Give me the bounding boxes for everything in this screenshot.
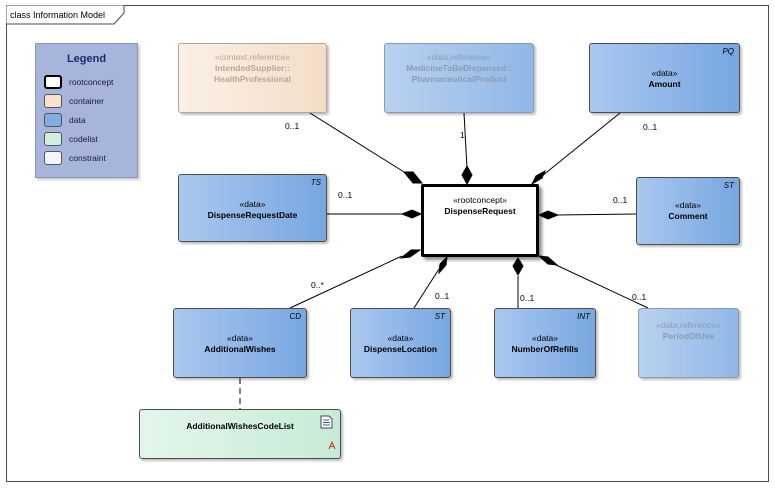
class-stereotype: «data» xyxy=(651,68,678,78)
class-type-tag: ST xyxy=(723,181,734,190)
edge-medicine xyxy=(463,112,468,169)
class-dispense-request[interactable]: «rootconcept» DispenseRequest xyxy=(421,184,539,257)
diamond-period xyxy=(537,255,559,266)
multiplicity-period: 0..1 xyxy=(632,292,647,302)
diamond-amount xyxy=(530,169,547,186)
class-name: DispenseRequest xyxy=(444,206,516,216)
multiplicity-amount: 0..1 xyxy=(643,122,658,132)
edge-period xyxy=(553,263,649,309)
class-medicine-to-be-dispensed[interactable]: «data,reference» MedicineToBeDispensed::… xyxy=(384,43,534,113)
class-name: AdditionalWishesCodeList xyxy=(186,421,294,431)
class-type-tag: TS xyxy=(310,178,321,187)
multiplicity-refills: 0..1 xyxy=(520,293,535,303)
edge-wishes xyxy=(289,255,403,309)
class-stereotype: «data,reference» xyxy=(426,52,492,62)
class-name: Amount xyxy=(648,79,681,89)
diagram-frame xyxy=(6,5,769,482)
class-name: IntendedSupplier:: xyxy=(214,63,291,73)
legend: Legend rootconcept container data codeli… xyxy=(35,43,138,178)
multiplicity-medicine: 1 xyxy=(460,130,465,140)
class-name: NumberOfRefills xyxy=(511,344,579,354)
class-stereotype: «data» xyxy=(387,333,414,343)
class-stereotype: «data» xyxy=(532,333,558,343)
class-name: DispenseRequestDate xyxy=(207,210,298,220)
diamond-wishes xyxy=(399,249,422,259)
edge-location xyxy=(413,268,440,309)
legend-title: Legend xyxy=(66,53,107,65)
diamond-location xyxy=(438,255,448,275)
legend-swatch xyxy=(44,113,62,127)
class-name: PeriodOfUse xyxy=(662,331,715,341)
class-stereotype: «data» xyxy=(239,199,266,209)
legend-label: constraint xyxy=(69,153,106,163)
edge-comment xyxy=(556,213,638,216)
legend-label: container xyxy=(69,96,104,106)
class-name-line2: PharmaceuticalProduct xyxy=(411,74,507,84)
class-dispense-location[interactable]: ST «data» DispenseLocation xyxy=(350,308,451,378)
edge-supplier xyxy=(309,112,413,178)
legend-swatch xyxy=(44,132,62,146)
class-name: AdditionalWishes xyxy=(204,344,276,354)
legend-label: data xyxy=(69,115,86,125)
class-name: DispenseLocation xyxy=(363,344,438,354)
class-additional-wishes[interactable]: CD «data» AdditionalWishes xyxy=(173,308,307,378)
multiplicity-location: 0..1 xyxy=(435,291,450,301)
class-name: MedicineToBeDispensed:: xyxy=(406,63,512,73)
class-stereotype: «data,reference» xyxy=(656,320,721,330)
class-comment[interactable]: ST «data» Comment xyxy=(636,177,740,245)
class-stereotype: «rootconcept» xyxy=(453,195,507,205)
legend-label: codelist xyxy=(69,134,98,144)
diamond-comment xyxy=(537,210,560,220)
class-dispense-request-date[interactable]: TS «data» DispenseRequestDate xyxy=(178,174,327,242)
diamond-supplier xyxy=(402,171,424,184)
legend-label: rootconcept xyxy=(69,77,114,87)
class-intended-supplier[interactable]: «context,reference» IntendedSupplier:: H… xyxy=(178,43,327,113)
diagram-frame-tab xyxy=(6,5,125,25)
class-stereotype: «data» xyxy=(675,200,701,210)
class-name: Comment xyxy=(668,211,708,221)
class-stereotype: «context,reference» xyxy=(214,52,291,62)
multiplicity-wishes: 0..* xyxy=(311,280,324,290)
class-name-line2: HealthProfessional xyxy=(214,74,291,84)
class-period-of-use[interactable]: «data,reference» PeriodOfUse xyxy=(638,308,739,378)
document-icon xyxy=(320,415,333,429)
class-type-tag: ST xyxy=(434,312,445,321)
class-stereotype: «data» xyxy=(227,333,253,343)
class-amount[interactable]: PQ «data» Amount xyxy=(589,43,740,113)
legend-swatch xyxy=(44,75,62,89)
class-additional-wishes-code-list[interactable]: AdditionalWishesCodeList xyxy=(139,409,341,459)
edge-amount xyxy=(541,112,621,177)
legend-swatch xyxy=(44,94,62,108)
multiplicity-supplier: 0..1 xyxy=(285,121,300,131)
diamond-medicine xyxy=(461,164,473,186)
diagram-title: class Information Model xyxy=(10,10,106,20)
abstract-marker-icon xyxy=(328,441,336,450)
class-type-tag: INT xyxy=(577,312,590,321)
legend-swatch xyxy=(44,151,62,165)
multiplicity-comment: 0..1 xyxy=(613,195,628,205)
class-type-tag: PQ xyxy=(722,47,734,56)
class-type-tag: CD xyxy=(289,312,301,321)
multiplicity-date: 0..1 xyxy=(338,190,353,200)
diamond-refills xyxy=(512,257,524,277)
class-number-of-refills[interactable]: INT «data» NumberOfRefills xyxy=(494,308,596,378)
diamond-date xyxy=(400,209,423,219)
